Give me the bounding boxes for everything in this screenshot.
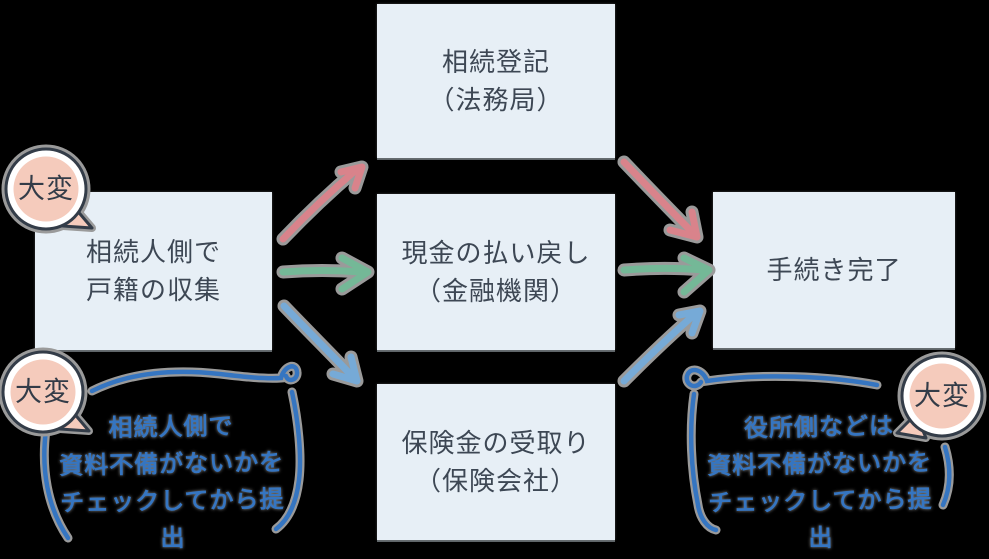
text-line: 保険金の受取り — [401, 428, 591, 458]
hardship-badge-label: 大変 — [18, 174, 74, 204]
flow-step-complete: 手続き完了 — [713, 192, 955, 348]
hardship-badge-label: 大変 — [15, 377, 71, 407]
text-line: チェックしてから提出 — [707, 486, 933, 553]
flow-step-label: 相続人側で 戸籍の収集 — [86, 233, 221, 309]
hardship-badge-icon — [0, 347, 93, 437]
text-line: 現金の払い戻し — [401, 238, 591, 268]
hardship-badge-icon — [1, 144, 96, 234]
flow-step-label: 手続き完了 — [766, 251, 901, 289]
text-line: 資料不備がないかを — [58, 449, 285, 480]
text-line: 相続登記 — [441, 47, 550, 77]
sketch-bracket-left — [39, 361, 305, 543]
diagram-overlay — [0, 144, 987, 543]
text-line: （金融機関） — [414, 276, 577, 306]
flow-step-cash-refund: 現金の払い戻し （金融機関） — [377, 194, 615, 350]
arrow-collect-to-insurance-icon — [277, 299, 364, 388]
text-line: 役所側などは — [743, 412, 895, 443]
sketch-bracket-right — [682, 365, 954, 535]
text-line: （法務局） — [428, 85, 564, 115]
arrow-collect-to-registration-icon — [276, 160, 369, 246]
arrow-registration-to-complete-icon — [617, 155, 704, 244]
flow-step-insurance: 保険金の受取り （保険会社） — [377, 384, 615, 540]
text-line: 相続人側で — [85, 237, 221, 267]
annotation-check-right: 役所側などは 資料不備がないかを チェックしてから提出 — [705, 407, 936, 559]
inheritance-flow-diagram: 相続人側で 戸籍の収集 相続登記 （法務局） 現金の払い戻し （金融機関） 保険… — [0, 4, 987, 552]
text-line: チェックしてから提出 — [59, 486, 285, 553]
text-line: （保険会社） — [414, 466, 577, 496]
text-line: 資料不備がないかを — [706, 449, 933, 480]
arrow-insurance-to-complete-icon — [617, 304, 707, 388]
arrow-cash-to-complete-icon — [617, 251, 716, 299]
hardship-badge-icon — [893, 351, 987, 442]
text-line: 相続人側で — [108, 412, 234, 443]
flow-step-registration: 相続登記 （法務局） — [377, 4, 615, 158]
hardship-badge-label: 大変 — [914, 381, 970, 411]
arrow-collect-to-cash-icon — [276, 251, 375, 296]
flow-step-label: 保険金の受取り （保険会社） — [401, 424, 590, 500]
text-line: 戸籍の収集 — [85, 275, 221, 305]
text-line: 手続き完了 — [766, 255, 902, 285]
flow-step-label: 現金の払い戻し （金融機関） — [401, 234, 590, 310]
flow-step-label: 相続登記 （法務局） — [428, 43, 563, 119]
annotation-check-left: 相続人側で 資料不備がないかを チェックしてから提出 — [57, 407, 288, 559]
